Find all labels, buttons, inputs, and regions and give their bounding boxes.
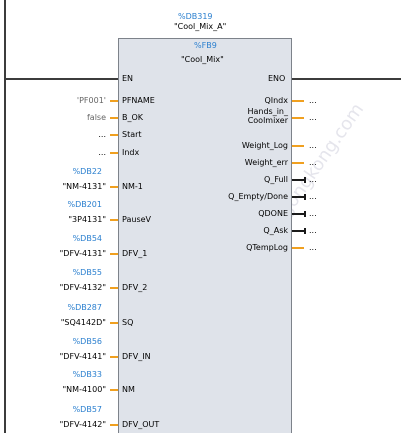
output-pin-connector[interactable]: [292, 213, 304, 215]
output-pin-value[interactable]: ...: [309, 243, 317, 252]
input-pin-connector[interactable]: [110, 424, 118, 426]
output-pin-value[interactable]: ...: [309, 96, 317, 105]
input-pin-connector[interactable]: [110, 356, 118, 358]
input-pin-db-address: %DB201: [67, 200, 102, 209]
fb-address: %FB9: [194, 41, 217, 50]
output-pin-connector[interactable]: [292, 145, 304, 147]
input-pin-connector[interactable]: [110, 186, 118, 188]
output-pin-name: QTempLog: [246, 243, 288, 252]
fb-name: "Cool_Mix": [181, 55, 224, 64]
output-pin-cap: [304, 194, 306, 200]
output-pin-name: Hands_in_: [247, 107, 288, 116]
input-pin-value[interactable]: "3P4131": [68, 215, 106, 224]
input-pin-value[interactable]: 'PF001': [76, 96, 106, 105]
input-pin-value[interactable]: "SQ4142D": [60, 318, 106, 327]
output-pin-connector[interactable]: [292, 117, 304, 119]
input-pin-connector[interactable]: [110, 100, 118, 102]
output-pin-value[interactable]: ...: [309, 209, 317, 218]
input-pin-db-address: %DB33: [72, 370, 102, 379]
output-pin-name: Weight_err: [244, 158, 288, 167]
left-power-rail: [4, 0, 6, 433]
input-pin-name: DFV_IN: [122, 352, 151, 361]
input-pin-value[interactable]: ...: [98, 130, 106, 139]
output-pin-cap: [304, 228, 306, 234]
instance-db-name[interactable]: "Cool_Mix_A": [174, 22, 227, 31]
input-pin-connector[interactable]: [110, 152, 118, 154]
output-pin-connector[interactable]: [292, 100, 304, 102]
input-pin-db-address: %DB56: [72, 337, 102, 346]
input-pin-name: SQ: [122, 318, 134, 327]
output-pin-name: QIndx: [264, 96, 288, 105]
output-pin-value[interactable]: ...: [309, 113, 317, 122]
output-pin-value[interactable]: ...: [309, 175, 317, 184]
input-pin-value[interactable]: "DFV-4132": [59, 283, 106, 292]
input-pin-connector[interactable]: [110, 389, 118, 391]
input-pin-name: DFV_OUT: [122, 420, 160, 429]
input-pin-db-address: %DB55: [72, 268, 102, 277]
output-pin-value[interactable]: ...: [309, 158, 317, 167]
output-pin-value[interactable]: ...: [309, 141, 317, 150]
input-pin-name: B_OK: [122, 113, 144, 122]
output-pin-name: Q_Ask: [263, 226, 288, 235]
input-pin-value[interactable]: "DFV-4131": [59, 249, 106, 258]
input-pin-db-address: %DB22: [72, 167, 102, 176]
output-pin-connector[interactable]: [292, 179, 304, 181]
input-pin-db-address: %DB287: [67, 303, 102, 312]
input-pin-name: DFV_1: [122, 249, 148, 258]
input-pin-value[interactable]: ...: [98, 148, 106, 157]
input-pin-name: Start: [122, 130, 142, 139]
eno-port[interactable]: ENO: [268, 74, 286, 83]
output-pin-cap: [304, 211, 306, 217]
output-pin-connector[interactable]: [292, 247, 304, 249]
rung-line-left[interactable]: [4, 78, 118, 80]
output-pin-cap: [304, 177, 306, 183]
output-pin-connector[interactable]: [292, 230, 304, 232]
input-pin-db-address: %DB57: [72, 405, 102, 414]
input-pin-name: NM-1: [122, 182, 143, 191]
input-pin-connector[interactable]: [110, 134, 118, 136]
input-pin-connector[interactable]: [110, 322, 118, 324]
output-pin-name: QDONE: [258, 209, 288, 218]
instance-db-address: %DB319: [178, 12, 213, 21]
input-pin-db-address: %DB54: [72, 234, 102, 243]
function-block[interactable]: [118, 38, 292, 433]
input-pin-name: PauseV: [122, 215, 151, 224]
input-pin-value[interactable]: false: [86, 113, 106, 122]
input-pin-connector[interactable]: [110, 117, 118, 119]
input-pin-connector[interactable]: [110, 219, 118, 221]
output-pin-name-line2: Coolmixer: [247, 116, 288, 125]
input-pin-value[interactable]: "DFV-4142": [59, 420, 106, 429]
output-pin-value[interactable]: ...: [309, 226, 317, 235]
output-pin-connector[interactable]: [292, 162, 304, 164]
input-pin-value[interactable]: "NM-4131": [62, 182, 107, 191]
output-pin-name: Weight_Log: [241, 141, 288, 150]
rung-line-right[interactable]: [292, 78, 401, 80]
input-pin-value[interactable]: "DFV-4141": [59, 352, 106, 361]
output-pin-connector[interactable]: [292, 196, 304, 198]
en-port[interactable]: EN: [122, 74, 134, 83]
output-pin-name: Q_Full: [264, 175, 288, 184]
output-pin-name: Q_Empty/Done: [228, 192, 288, 201]
output-pin-value[interactable]: ...: [309, 192, 317, 201]
input-pin-name: DFV_2: [122, 283, 148, 292]
input-pin-connector[interactable]: [110, 287, 118, 289]
input-pin-connector[interactable]: [110, 253, 118, 255]
input-pin-name: PFNAME: [122, 96, 155, 105]
input-pin-name: NM: [122, 385, 135, 394]
input-pin-name: Indx: [122, 148, 140, 157]
input-pin-value[interactable]: "NM-4100": [62, 385, 107, 394]
